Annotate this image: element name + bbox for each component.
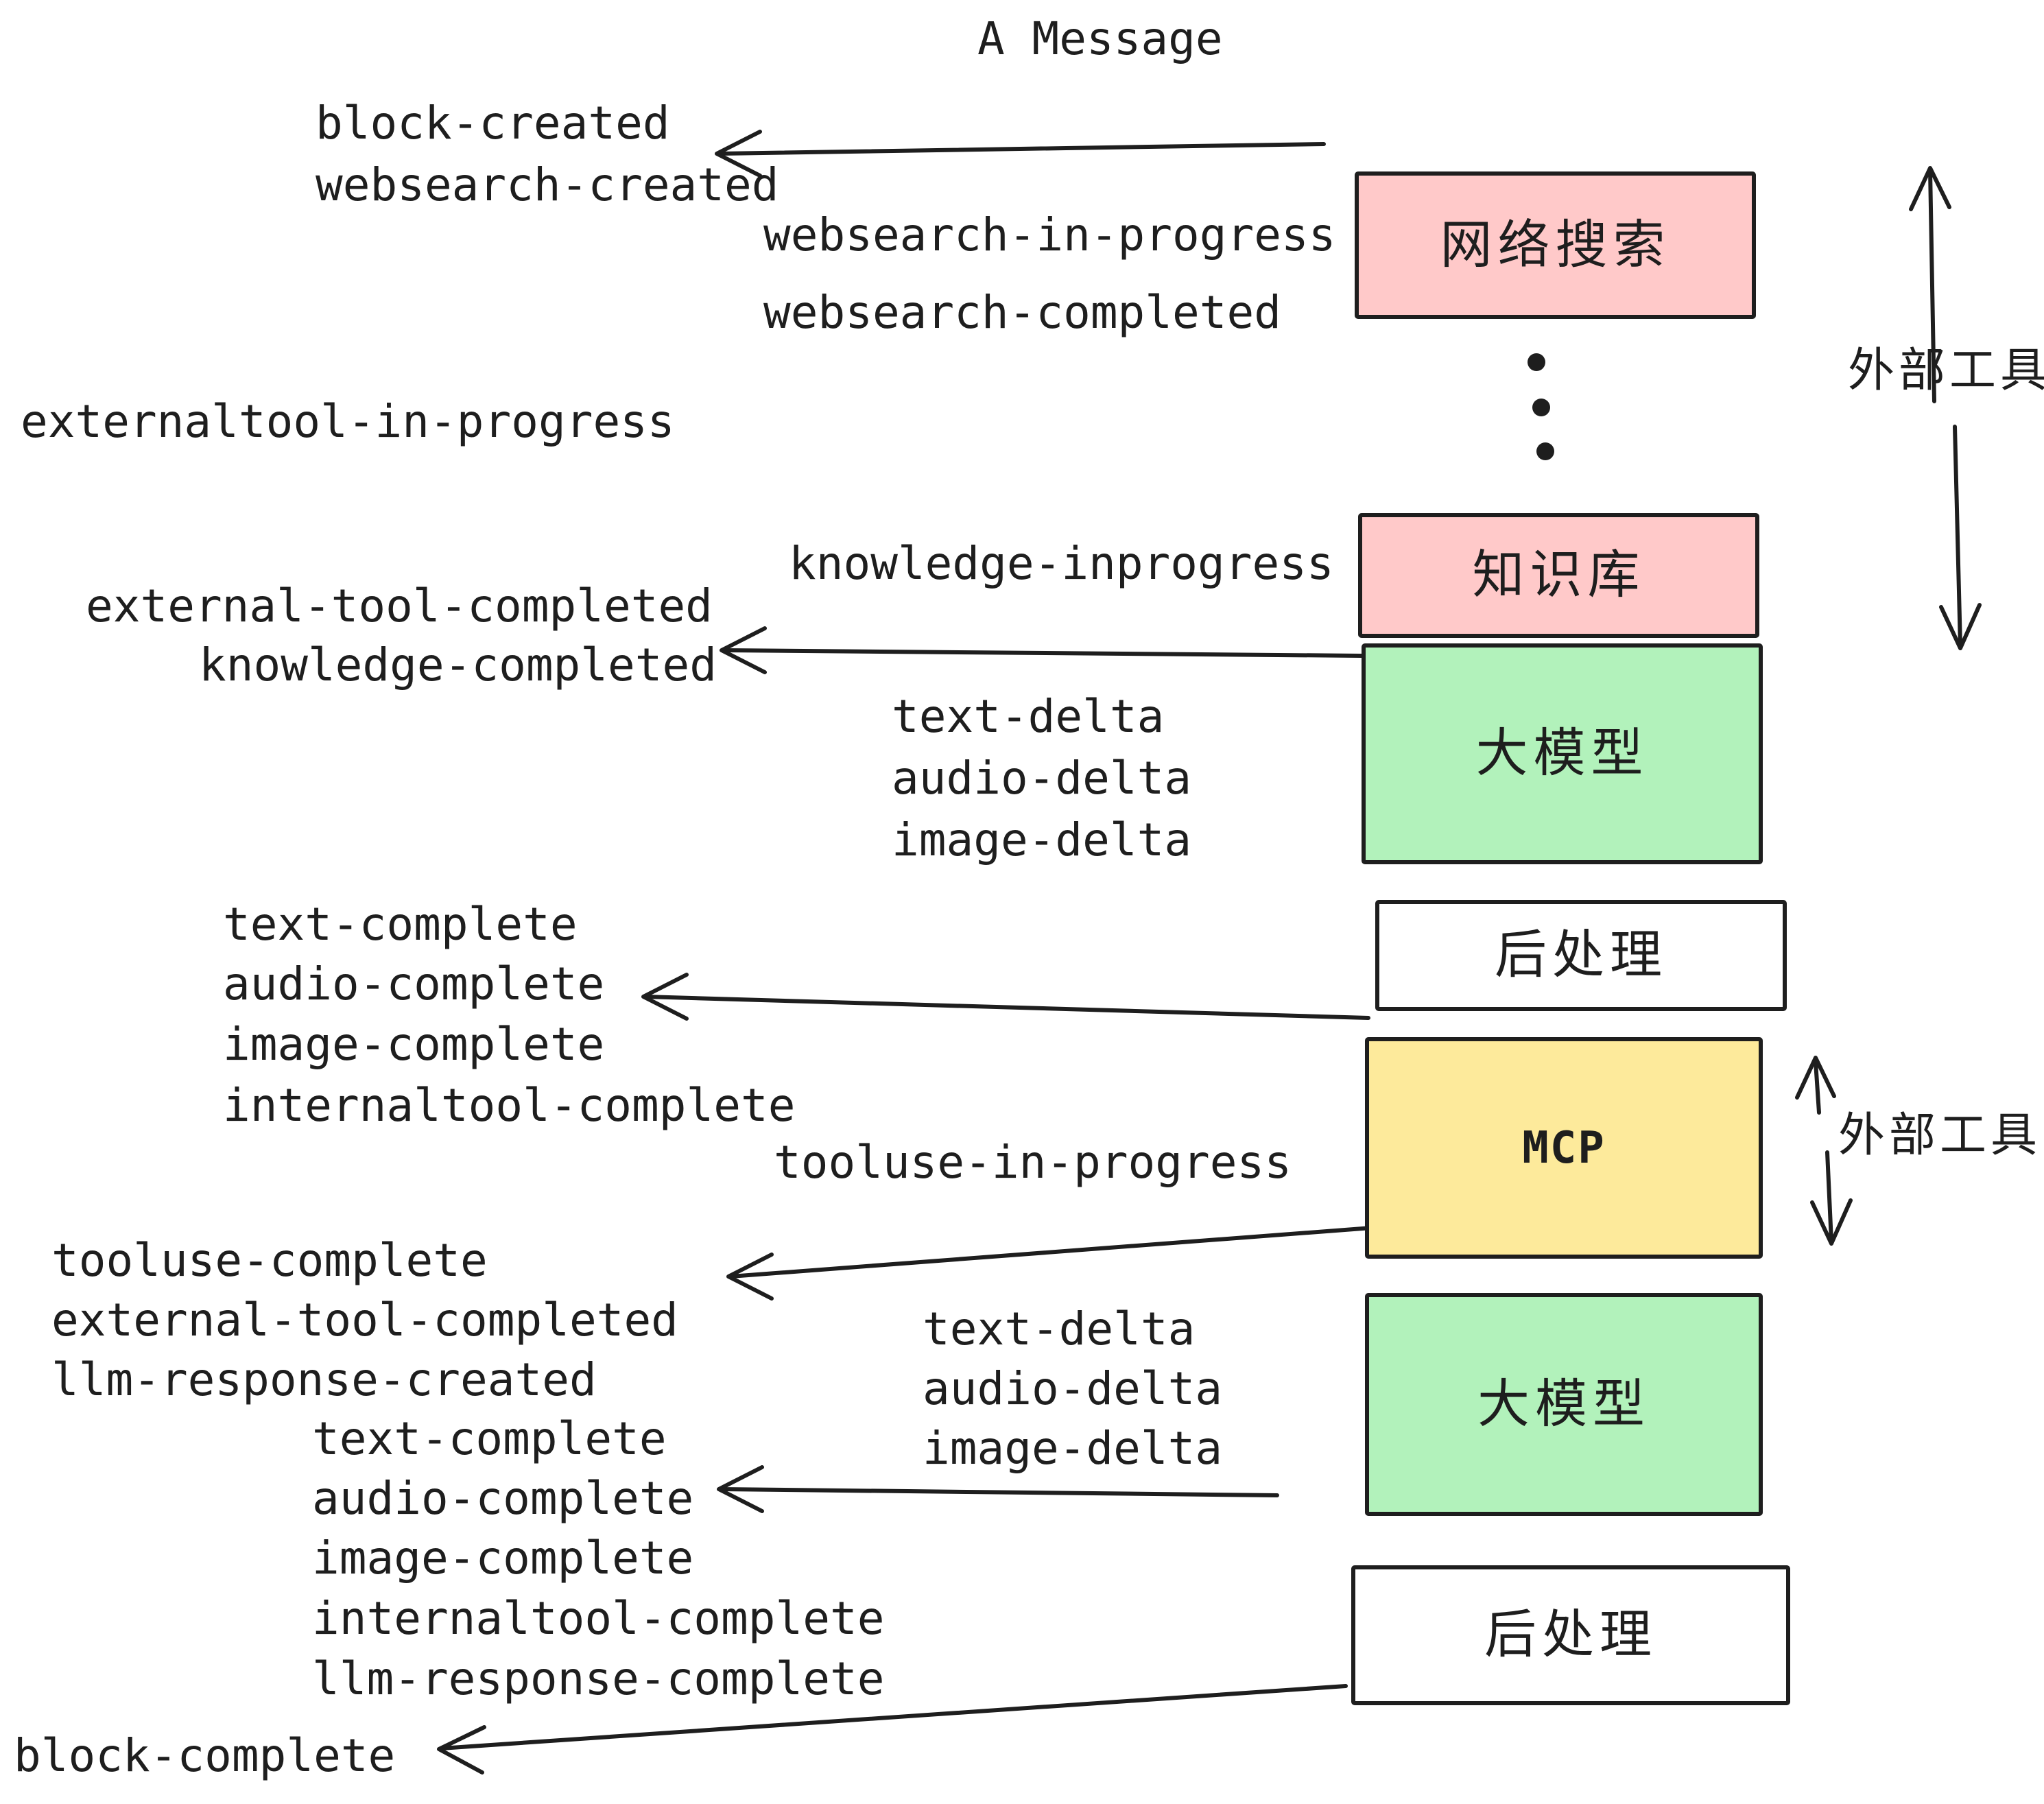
- arrow-left-icon: [715, 130, 1326, 178]
- event-label: block-complete: [14, 1729, 396, 1782]
- box-mcp: MCP: [1365, 1037, 1763, 1259]
- event-label: audio-complete: [223, 958, 605, 1010]
- event-label: block-created: [316, 97, 670, 150]
- event-label: text-complete: [312, 1412, 667, 1465]
- arrow-up-icon: [1795, 1056, 1836, 1115]
- ellipsis-dots-icon: [1528, 353, 1554, 460]
- arrow-down-icon: [1939, 425, 1982, 650]
- event-label: image-complete: [223, 1018, 605, 1071]
- event-label: websearch-completed: [763, 286, 1281, 339]
- arrow-left-icon: [726, 1226, 1374, 1301]
- box-post-2: 后处理: [1351, 1565, 1790, 1705]
- event-label: tooluse-complete: [51, 1234, 488, 1287]
- arrow-left-icon: [717, 1465, 1279, 1513]
- event-label: image-delta: [892, 814, 1192, 866]
- box-post-1: 后处理: [1375, 900, 1787, 1011]
- external-tools-annotation: 外部工具: [1838, 1109, 2042, 1161]
- arrow-down-icon: [1810, 1150, 1853, 1246]
- box-label: 网络搜索: [1440, 215, 1671, 274]
- box-label: 后处理: [1495, 926, 1667, 984]
- event-label: internaltool-complete: [312, 1592, 885, 1645]
- box-label: 后处理: [1484, 1606, 1657, 1664]
- event-label: image-complete: [312, 1532, 694, 1585]
- event-label: tooluse-in-progress: [774, 1136, 1292, 1189]
- arrow-left-icon: [720, 626, 1364, 674]
- box-label: 知识库: [1472, 546, 1645, 604]
- event-label: websearch-created: [316, 158, 779, 211]
- external-tools-annotation: 外部工具: [1848, 344, 2044, 396]
- event-label: text-delta: [892, 690, 1165, 743]
- box-llm-1: 大模型: [1362, 643, 1763, 864]
- event-label: knowledge-inprogress: [789, 537, 1334, 590]
- box-llm-2: 大模型: [1365, 1293, 1763, 1516]
- diagram-title: A Message: [977, 12, 1223, 65]
- event-label: externaltool-in-progress: [21, 395, 675, 448]
- event-label: websearch-in-progress: [763, 209, 1336, 261]
- event-label: llm-response-created: [51, 1353, 597, 1406]
- box-label: 大模型: [1477, 1375, 1650, 1434]
- event-label: audio-delta: [892, 752, 1192, 805]
- event-label: knowledge-completed: [199, 639, 717, 691]
- event-label: image-delta: [923, 1422, 1223, 1475]
- event-label: external-tool-completed: [86, 580, 713, 632]
- event-label: external-tool-completed: [51, 1294, 678, 1346]
- arrow-up-icon: [1909, 166, 1951, 403]
- event-label: text-delta: [923, 1303, 1196, 1355]
- box-label: 大模型: [1475, 724, 1649, 783]
- event-label: llm-response-complete: [312, 1652, 885, 1705]
- box-knowledge: 知识库: [1358, 513, 1759, 638]
- event-label: internaltool-complete: [223, 1079, 796, 1132]
- event-label: audio-complete: [312, 1472, 694, 1525]
- event-label: audio-delta: [923, 1362, 1223, 1415]
- box-label: MCP: [1522, 1122, 1606, 1174]
- arrow-left-icon: [641, 973, 1370, 1021]
- box-websearch: 网络搜索: [1355, 171, 1756, 319]
- event-label: text-complete: [223, 898, 578, 951]
- arrow-left-icon: [437, 1684, 1348, 1775]
